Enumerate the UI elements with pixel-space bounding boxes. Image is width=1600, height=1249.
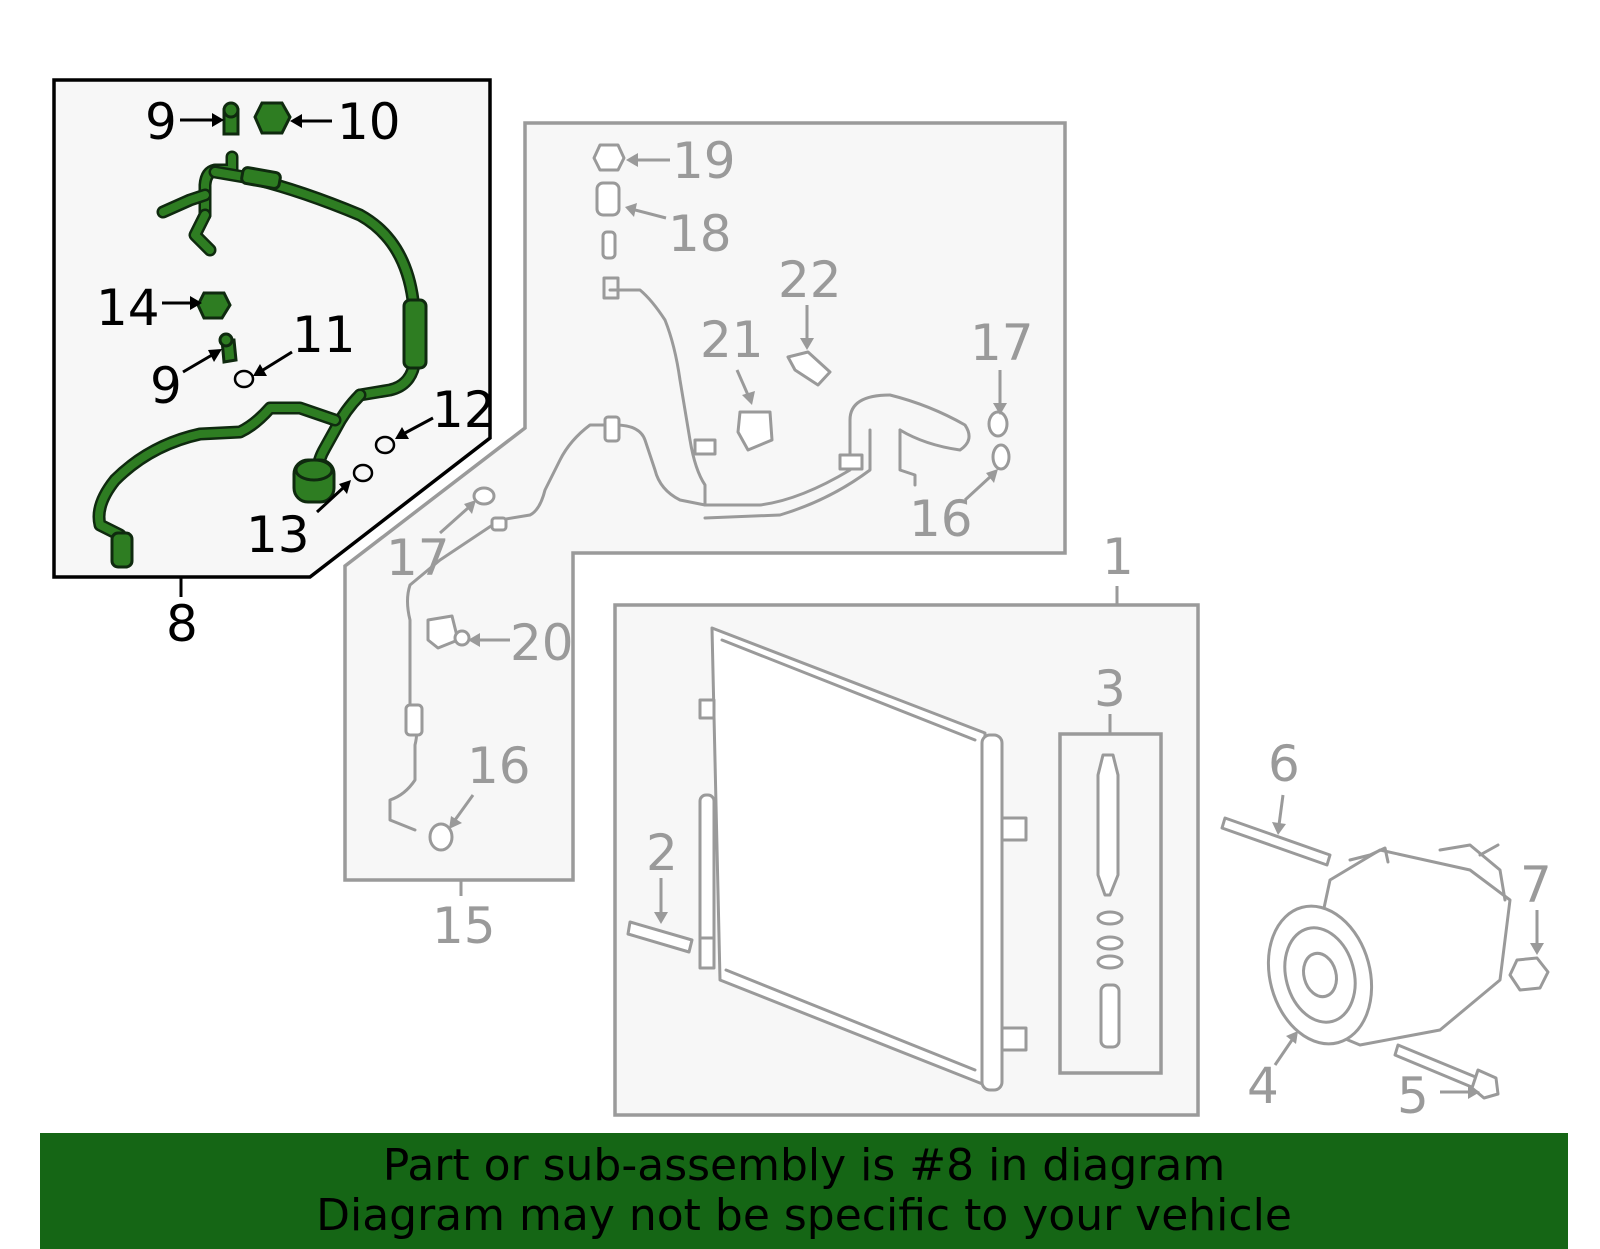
nut-7 — [1508, 956, 1550, 992]
callout-14: 14 — [96, 279, 160, 337]
callout-19: 19 — [672, 132, 736, 190]
callout-7: 7 — [1520, 856, 1552, 914]
callout-11: 11 — [292, 306, 356, 364]
stud-2 — [626, 920, 694, 954]
callout-5: 5 — [1397, 1067, 1429, 1125]
callout-2: 2 — [646, 824, 678, 882]
info-banner: Part or sub-assembly is #8 in diagram Di… — [40, 1133, 1568, 1249]
callout-8: 8 — [166, 595, 198, 653]
bolt-5 — [1393, 1043, 1500, 1100]
compressor — [1266, 843, 1512, 1047]
banner-line-1: Part or sub-assembly is #8 in diagram — [382, 1140, 1226, 1191]
stud-6 — [1220, 816, 1332, 867]
callout-21: 21 — [700, 311, 764, 369]
callout-9-top: 9 — [145, 93, 177, 151]
callout-20: 20 — [510, 614, 574, 672]
receiver-drier-kit — [1096, 753, 1124, 1049]
callout-16-left: 16 — [467, 737, 531, 795]
callout-12: 12 — [432, 381, 496, 439]
callout-1: 1 — [1102, 528, 1134, 586]
callout-15: 15 — [432, 897, 496, 955]
o-ring-13 — [352, 463, 374, 483]
leader-lines — [162, 113, 1544, 1099]
callout-10: 10 — [337, 93, 401, 151]
callout-16-right: 16 — [909, 490, 973, 548]
o-ring-12 — [374, 435, 396, 455]
callout-17-left: 17 — [386, 529, 450, 587]
callout-13: 13 — [246, 506, 310, 564]
callout-22: 22 — [778, 251, 842, 309]
callout-9-bottom: 9 — [150, 357, 182, 415]
callout-18: 18 — [668, 205, 732, 263]
callout-17-right: 17 — [970, 314, 1034, 372]
banner-line-2: Diagram may not be specific to your vehi… — [316, 1190, 1292, 1241]
gray-fasteners — [426, 143, 1011, 852]
condenser — [698, 626, 1028, 1092]
o-ring-11 — [233, 369, 255, 389]
callout-3: 3 — [1094, 660, 1126, 718]
hose-assembly-8 — [92, 101, 428, 569]
tube-assembly-15 — [388, 276, 971, 832]
callout-6: 6 — [1268, 735, 1300, 793]
callout-4: 4 — [1247, 1057, 1279, 1115]
